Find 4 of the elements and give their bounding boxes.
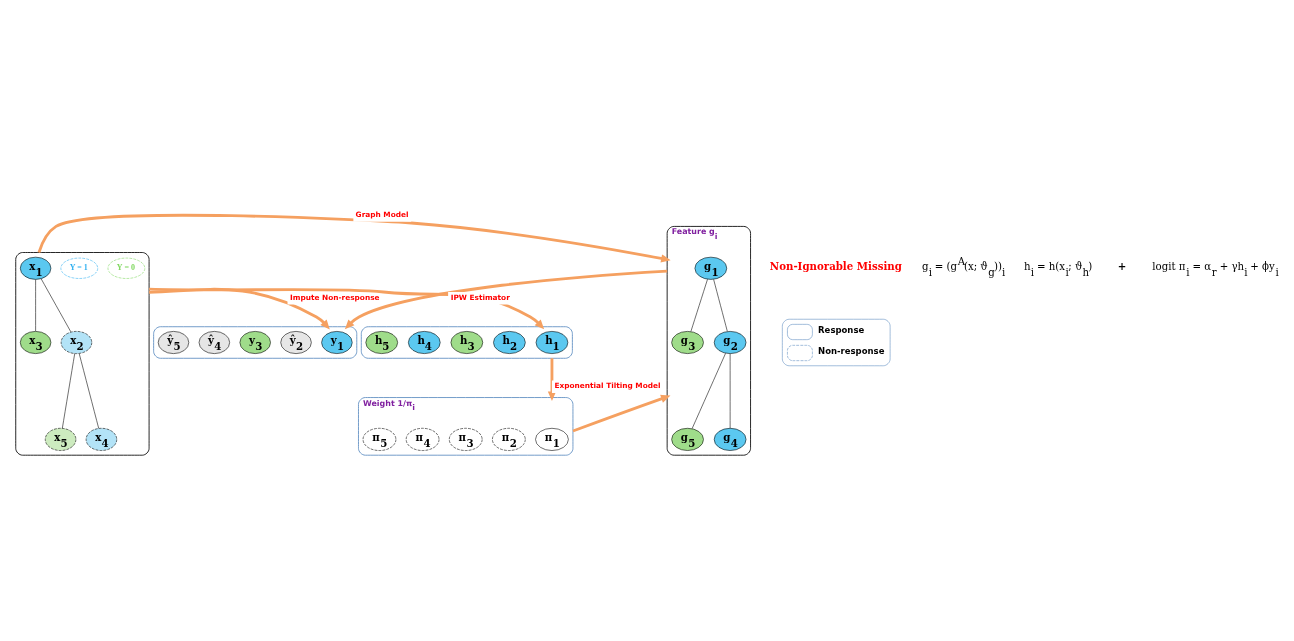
legend-label: Non-response (818, 345, 885, 356)
legend-label: Response (818, 324, 865, 335)
label: + (1117, 259, 1127, 272)
label: Non-Ignorable Missing (769, 259, 902, 272)
